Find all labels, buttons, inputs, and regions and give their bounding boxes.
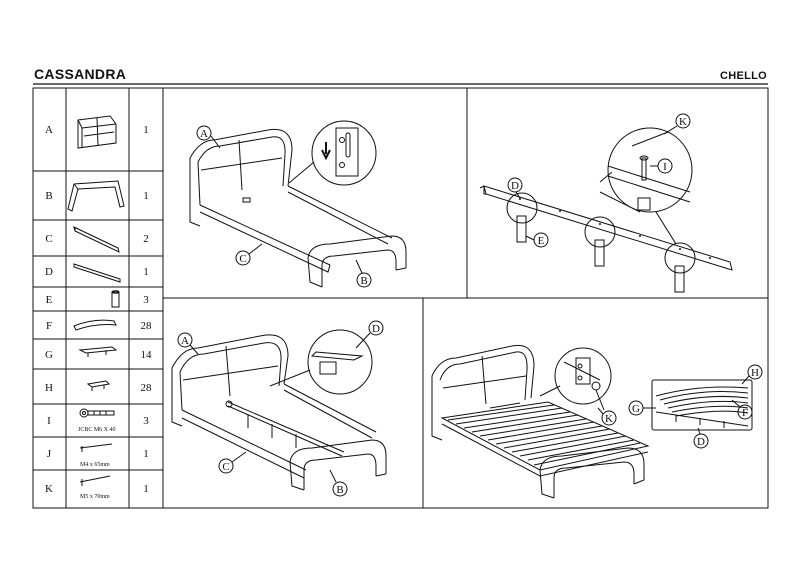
step-4-callout-h: H [751,367,759,379]
part-d-center-beam-image [73,263,121,283]
step-3-callout-c: C [222,461,229,473]
step-3-callout-b: B [336,484,343,496]
part-c-qty: 2 [143,233,149,245]
part-k-screw-image [79,475,111,486]
part-h-id: H [45,382,53,394]
step-3-callouts [177,320,384,497]
part-e-leg-image [111,290,120,308]
part-h-qty: 28 [141,382,153,394]
step-2-callout-i: I [663,161,667,173]
step-2-drawing [479,127,733,293]
step-1-callout-c: C [239,253,246,265]
part-h-slat-cap-image [86,380,111,391]
part-g-qty: 14 [141,349,153,361]
part-b-id: B [45,190,52,202]
step-1-drawing [189,120,407,288]
step-3-drawing [171,329,387,491]
part-a-qty: 1 [143,124,149,136]
part-a-headboard-image [77,115,117,149]
step-panels-frame [162,87,769,509]
part-e-id: E [46,294,53,306]
part-g-slat-holder-image [78,346,118,357]
part-j-qty: 1 [143,448,149,460]
part-i-bolt-image [79,408,115,418]
step-4-drawing [431,344,753,499]
part-b-qty: 1 [143,190,149,202]
part-j-screw-image [79,443,113,452]
step-4-callouts [597,364,763,449]
part-c-side-rail-image [73,226,120,253]
part-i-qty: 3 [143,415,149,427]
step-2-callouts [507,113,691,248]
part-f-slat-image [73,319,117,331]
product-model: CHELLO [719,70,767,82]
part-c-id: C [45,233,52,245]
part-e-qty: 3 [143,294,149,306]
step-4-callout-f: F [742,407,748,419]
part-i-id: I [47,415,51,427]
step-3-callout-d: D [372,323,380,335]
part-i-caption: JCBC M6 X 40 [78,427,116,433]
part-d-id: D [45,266,53,278]
part-k-qty: 1 [143,483,149,495]
step-1-callouts [196,125,372,288]
part-g-id: G [45,349,53,361]
step-4-callout-k: K [605,413,613,425]
step-1-callout-a: A [200,128,208,140]
part-b-footboard-image [67,180,125,212]
part-f-qty: 28 [141,320,153,332]
step-1-callout-b: B [360,275,367,287]
part-k-id: K [45,483,53,495]
step-4-slats [447,404,641,466]
step-3-callout-a: A [181,335,189,347]
step-2-callout-k: K [679,116,687,128]
part-a-id: A [45,124,53,136]
part-k-caption: M5 x 70mm [80,494,110,500]
step-2-callout-e: E [538,235,545,247]
step-4-callout-g: G [632,403,640,415]
step-2-callout-d: D [511,180,519,192]
part-j-id: J [47,448,52,460]
parts-table [32,87,164,509]
part-f-id: F [46,320,52,332]
product-title: CASSANDRA [34,66,127,82]
part-d-qty: 1 [143,266,149,278]
part-j-caption: M4 x 65mm [80,462,110,468]
step-4-callout-d: D [697,436,705,448]
